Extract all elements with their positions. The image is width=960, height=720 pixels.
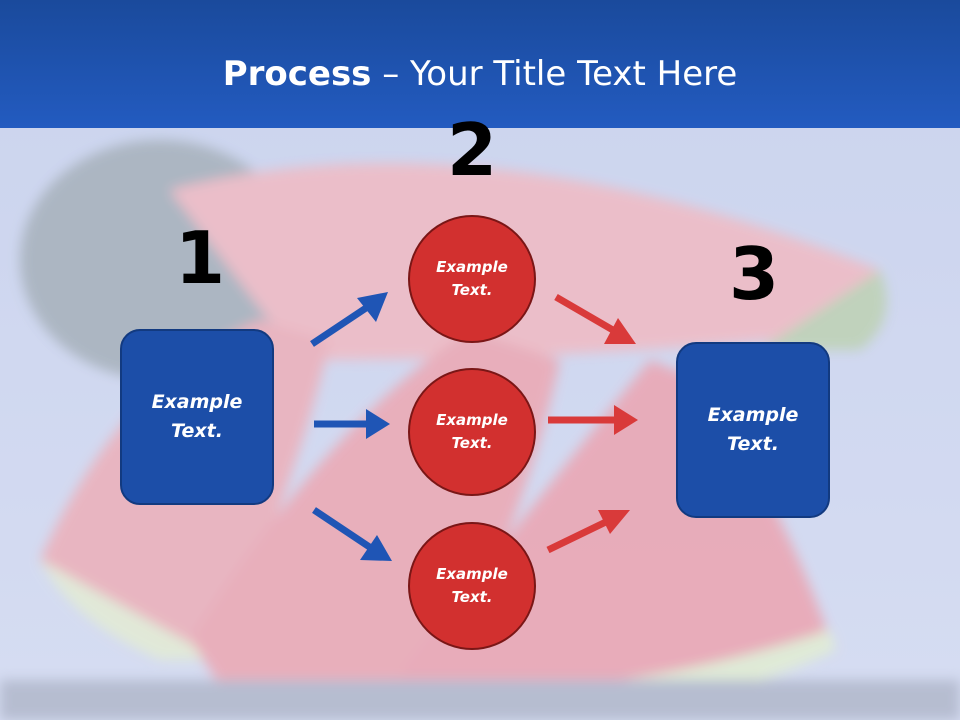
slide-title: Process – Your Title Text Here — [0, 52, 960, 96]
step-3-box-line1: Example — [707, 404, 799, 426]
arrow-blue-up — [310, 292, 388, 347]
circle-middle-line1: Example — [436, 411, 508, 429]
circle-top-label: Example Text. — [436, 256, 508, 302]
step-1-box-label: Example Text. — [152, 388, 243, 446]
arrow-red-middle — [548, 405, 638, 435]
circle-bottom-line2: Text. — [451, 588, 493, 606]
step-2-circle-top: Example Text. — [408, 215, 536, 343]
step-1-box-line1: Example — [151, 391, 243, 413]
step-1-box: Example Text. — [120, 329, 274, 505]
title-rest-text: – Your Title Text Here — [371, 54, 738, 94]
step-number-2: 2 — [446, 108, 498, 192]
arrow-blue-middle — [314, 409, 390, 439]
step-3-box-line2: Text. — [727, 433, 779, 455]
circle-middle-label: Example Text. — [436, 409, 508, 455]
title-bold-text: Process — [222, 54, 372, 94]
step-number-1: 1 — [174, 216, 226, 300]
arrow-red-up — [546, 510, 630, 554]
step-3-box-label: Example Text. — [708, 401, 799, 459]
circle-bottom-line1: Example — [436, 565, 508, 583]
step-2-circle-bottom: Example Text. — [408, 522, 536, 650]
step-3-box: Example Text. — [676, 342, 830, 518]
title-bar — [0, 0, 960, 128]
circle-bottom-label: Example Text. — [436, 563, 508, 609]
arrow-blue-down — [312, 507, 392, 561]
circle-top-line1: Example — [436, 258, 508, 276]
circle-top-line2: Text. — [451, 281, 493, 299]
step-2-circle-middle: Example Text. — [408, 368, 536, 496]
step-number-3: 3 — [728, 232, 780, 316]
arrow-red-down — [554, 293, 636, 344]
step-1-box-line2: Text. — [171, 420, 223, 442]
circle-middle-line2: Text. — [451, 434, 493, 452]
